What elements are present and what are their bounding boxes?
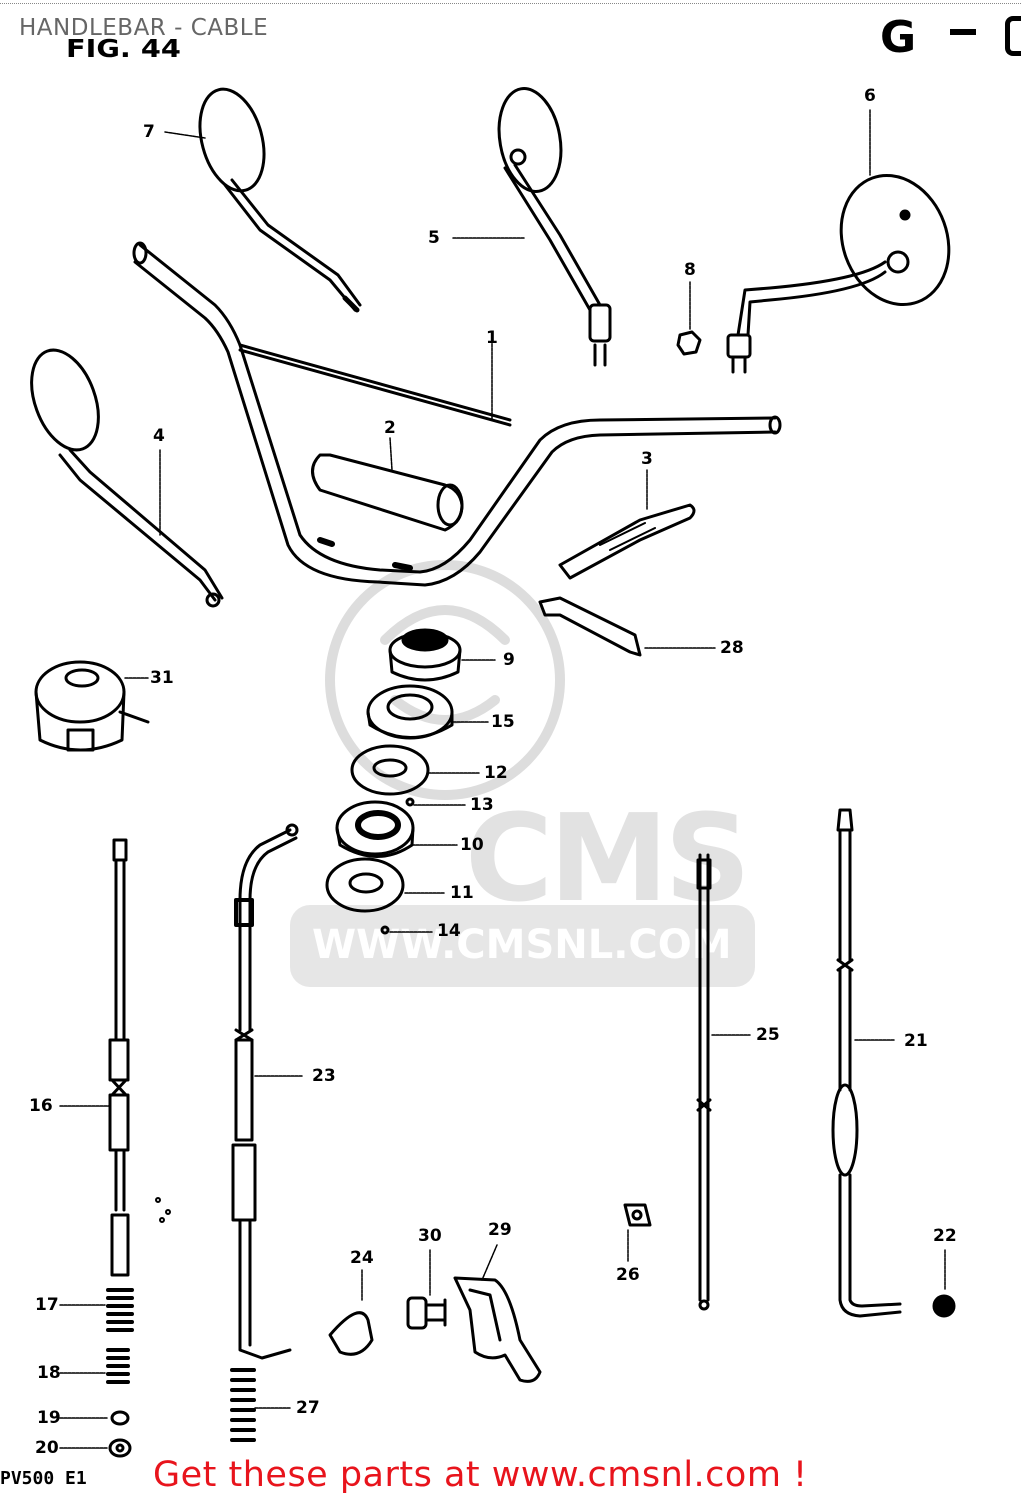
mirror-top-left bbox=[198, 87, 362, 313]
screw bbox=[406, 1296, 447, 1330]
mirror-center bbox=[497, 87, 612, 367]
small-part-speck bbox=[155, 1197, 171, 1223]
callout-30: 30 bbox=[418, 1226, 442, 1246]
group-code-tail bbox=[1005, 16, 1021, 56]
callout-9: 9 bbox=[503, 650, 515, 670]
top-dotted-rule bbox=[0, 3, 1021, 4]
part-13-ball bbox=[405, 797, 415, 807]
callout-6: 6 bbox=[864, 86, 876, 106]
callout-22: 22 bbox=[933, 1226, 957, 1246]
cable-25 bbox=[696, 853, 712, 1311]
callout-21: 21 bbox=[904, 1031, 928, 1051]
callout-14: 14 bbox=[437, 921, 461, 941]
callout-3: 3 bbox=[641, 449, 653, 469]
handlebar-pad bbox=[311, 453, 464, 532]
cable-clip bbox=[623, 1203, 652, 1227]
bearing-10 bbox=[335, 800, 415, 858]
steering-stem-nut bbox=[388, 628, 462, 682]
spring-17 bbox=[106, 1288, 134, 1332]
callout-16: 16 bbox=[29, 1096, 53, 1116]
part-19 bbox=[110, 1410, 130, 1426]
washer-11 bbox=[325, 857, 405, 913]
callout-11: 11 bbox=[450, 883, 474, 903]
cable-16 bbox=[108, 838, 130, 1277]
callout-8: 8 bbox=[684, 260, 696, 280]
callout-19: 19 bbox=[37, 1408, 61, 1428]
cable-23 bbox=[231, 823, 299, 1360]
callout-25: 25 bbox=[756, 1025, 780, 1045]
washer-12 bbox=[350, 744, 430, 796]
lever bbox=[453, 1276, 542, 1383]
group-code-dash bbox=[950, 29, 976, 35]
callout-13: 13 bbox=[470, 795, 494, 815]
callout-27: 27 bbox=[296, 1398, 320, 1418]
callout-10: 10 bbox=[460, 835, 484, 855]
callout-4: 4 bbox=[153, 426, 165, 446]
group-code: G bbox=[880, 12, 917, 63]
callout-15: 15 bbox=[491, 712, 515, 732]
watermark-url-band bbox=[290, 905, 755, 987]
nut bbox=[676, 330, 702, 356]
watermark-logo-face bbox=[325, 560, 565, 800]
page-title: HANDLEBAR - CABLE bbox=[19, 15, 269, 41]
callout-2: 2 bbox=[384, 418, 396, 438]
spring-27 bbox=[230, 1368, 256, 1442]
callout-12: 12 bbox=[484, 763, 508, 783]
callout-5: 5 bbox=[428, 228, 440, 248]
part-22 bbox=[932, 1294, 956, 1318]
callout-24: 24 bbox=[350, 1248, 374, 1268]
mirror-left bbox=[30, 348, 224, 608]
figure-label: FIG. 44 bbox=[66, 34, 181, 63]
bracket bbox=[538, 596, 642, 657]
part-20 bbox=[108, 1438, 132, 1458]
part-14-ball bbox=[380, 925, 390, 935]
callout-20: 20 bbox=[35, 1438, 59, 1458]
mirror-right bbox=[726, 173, 951, 374]
callout-26: 26 bbox=[616, 1265, 640, 1285]
model-code: PV500 E1 bbox=[0, 1468, 87, 1489]
get-parts-link[interactable]: Get these parts at www.cmsnl.com ! bbox=[153, 1455, 808, 1495]
strap bbox=[558, 503, 696, 580]
washer-15 bbox=[366, 684, 454, 740]
callout-29: 29 bbox=[488, 1220, 512, 1240]
callout-leaders bbox=[59, 109, 946, 1449]
cable-21 bbox=[831, 808, 902, 1318]
callout-28: 28 bbox=[720, 638, 744, 658]
callout-18: 18 bbox=[37, 1363, 61, 1383]
cable-cap bbox=[328, 1311, 374, 1356]
callout-23: 23 bbox=[312, 1066, 336, 1086]
callout-1: 1 bbox=[486, 328, 498, 348]
callout-7: 7 bbox=[143, 122, 155, 142]
spring-18 bbox=[106, 1348, 130, 1384]
callout-31: 31 bbox=[150, 668, 174, 688]
handlebar bbox=[132, 241, 782, 587]
callout-17: 17 bbox=[35, 1295, 59, 1315]
bell bbox=[34, 660, 150, 752]
